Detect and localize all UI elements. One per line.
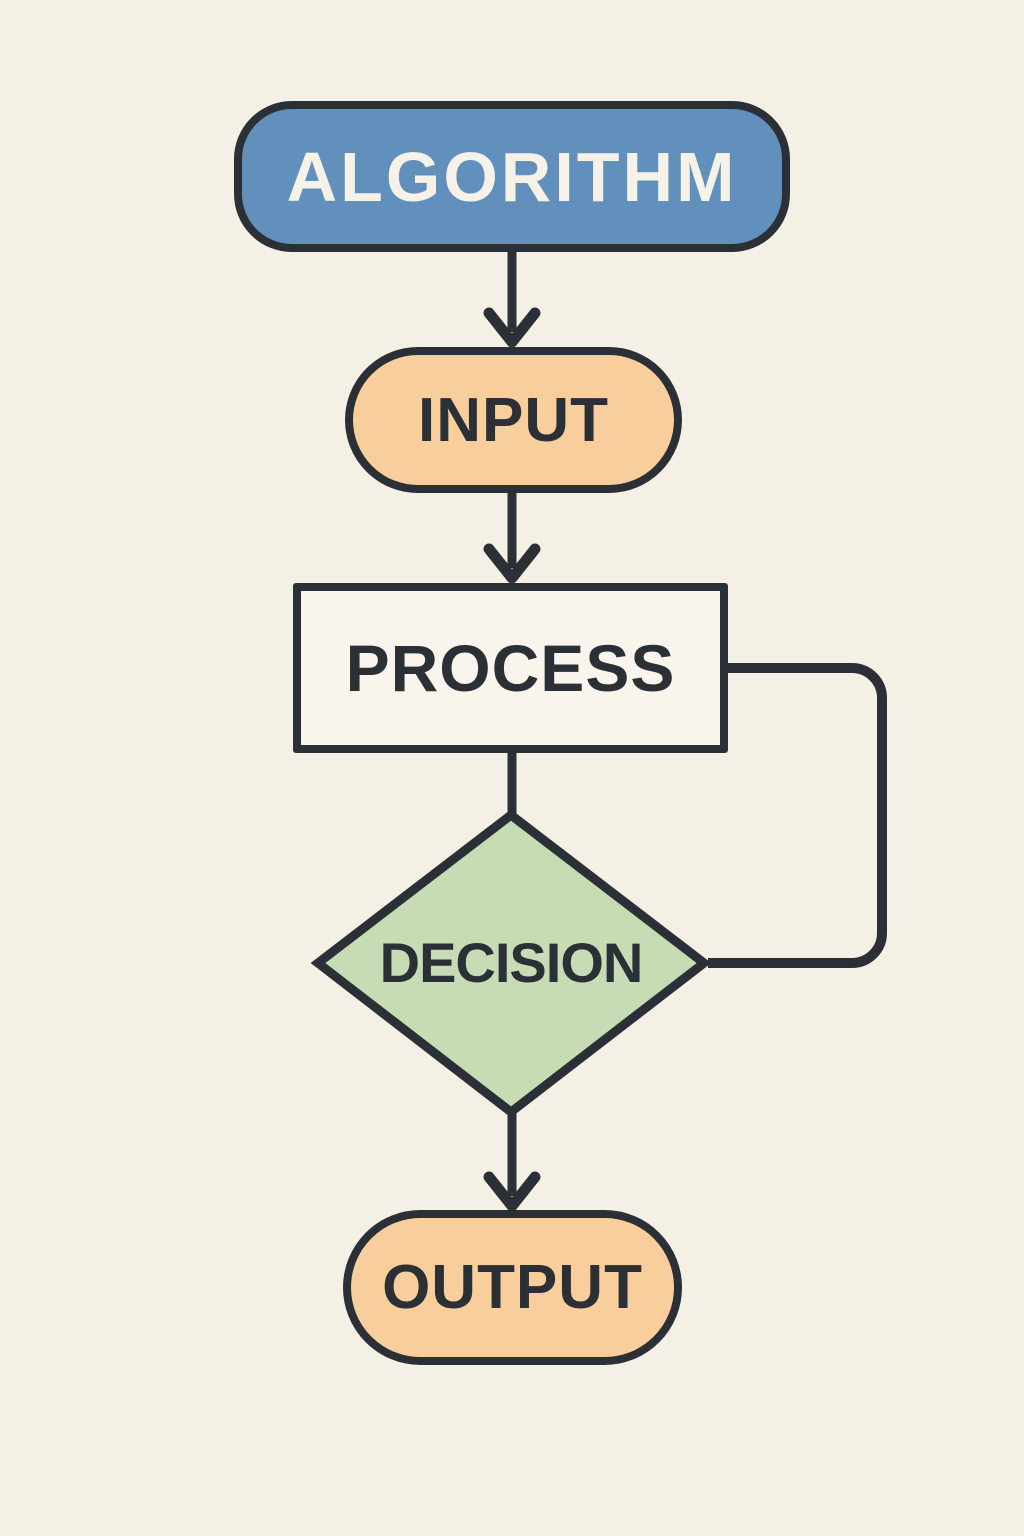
edge-input-process-arrowhead-icon: [483, 543, 541, 584]
node-decision-label: DECISION: [379, 931, 644, 994]
node-process-label: PROCESS: [345, 631, 676, 705]
node-output-label: OUTPUT: [382, 1253, 643, 1322]
node-input-label: INPUT: [418, 385, 609, 455]
edge-algorithm-input-arrowhead-icon: [483, 307, 541, 348]
edge-process-decision-loop: [708, 663, 887, 968]
node-process: PROCESS: [293, 583, 728, 753]
node-output: OUTPUT: [343, 1210, 682, 1365]
node-input: INPUT: [345, 347, 682, 493]
node-decision-diamond-shape: [310, 809, 712, 1118]
edge-decision-output-arrowhead-icon: [483, 1171, 541, 1212]
node-algorithm: ALGORITHM: [234, 101, 790, 252]
node-algorithm-label: ALGORITHM: [286, 137, 738, 216]
